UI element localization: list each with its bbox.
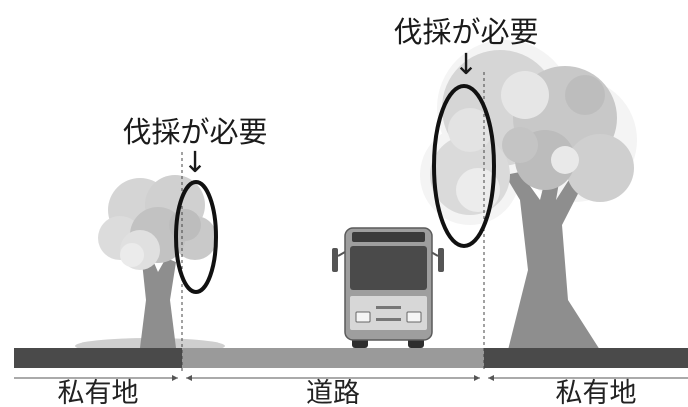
clearance-ellipse-left	[174, 180, 218, 294]
zone-label-right-private: 私有地	[556, 378, 637, 407]
right-tree-trunk	[505, 165, 600, 350]
left-tree-foliage	[98, 175, 217, 270]
road-left-private	[14, 348, 182, 368]
zone-label-road: 道路	[306, 378, 360, 407]
road-right-private	[484, 348, 688, 368]
left-tree-trunk	[140, 258, 176, 348]
right-tree-foliage	[430, 50, 634, 215]
bus	[332, 227, 444, 348]
left-tree	[75, 175, 225, 354]
callout-left-label: 伐採が必要	[122, 115, 267, 149]
callout-left-arrow: ↓	[183, 145, 207, 179]
bus-windshield	[350, 246, 427, 290]
clearance-ellipse-right	[432, 84, 496, 248]
road-center	[182, 348, 484, 368]
callout-right-label: 伐採が必要	[393, 15, 538, 49]
zone-label-left-private: 私有地	[58, 378, 139, 407]
ground	[14, 348, 688, 368]
right-tree	[420, 40, 637, 350]
callout-right-arrow: ↓	[454, 47, 478, 81]
zone-dividers	[14, 375, 688, 381]
